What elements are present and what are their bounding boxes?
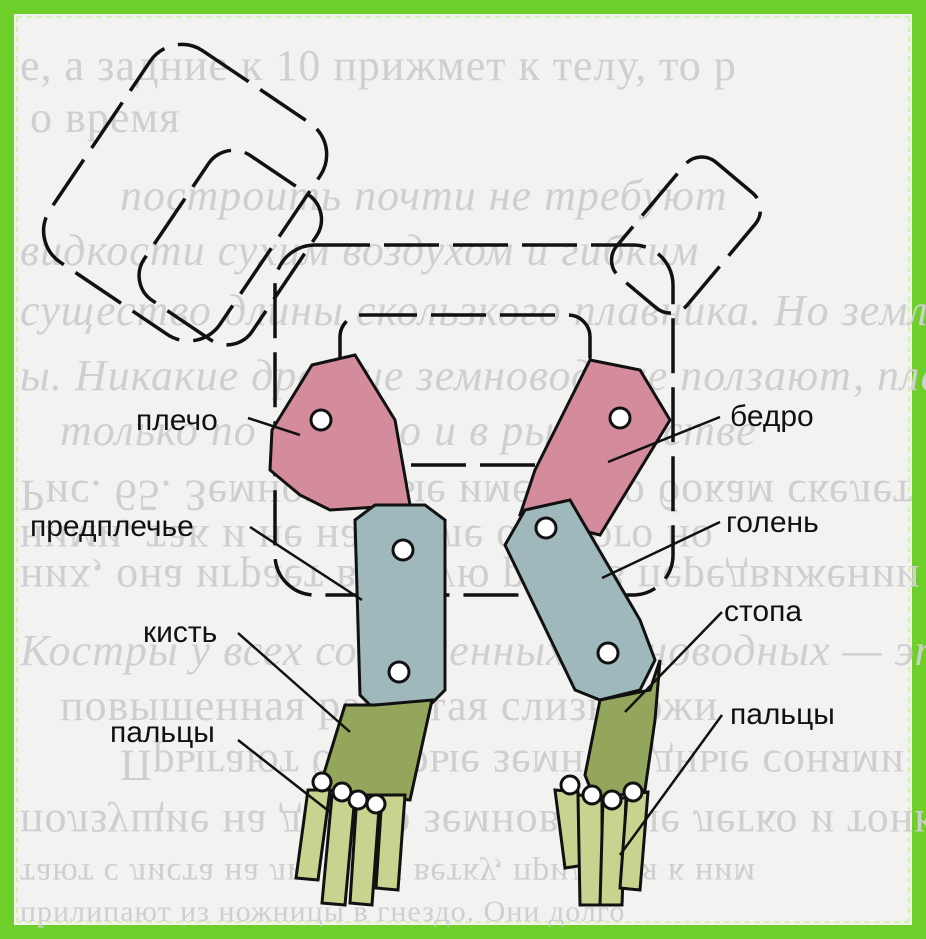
label-shoulder: плечо [136,406,218,436]
front-limb [270,355,445,905]
shin-segment [505,500,655,700]
wrist-joint [389,662,409,682]
label-fingers-left: пальцы [110,718,215,748]
shin-leader [602,522,720,578]
hip-joint [610,408,630,428]
label-foot: стопа [724,597,802,627]
knee-joint [536,518,556,538]
dashed-front-pad-outer [29,30,342,356]
finger-joint [349,791,367,809]
hind-fingers [555,790,648,905]
toe-joint [561,776,579,794]
elbow-joint [393,540,413,560]
finger-joint [367,795,385,813]
wrist-leader [238,633,350,732]
dashed-hind-pad [603,148,770,322]
label-forearm: предплечье [30,512,194,542]
ankle-joint [598,643,618,663]
toe-joint [583,786,601,804]
shoulder-joint [311,410,331,430]
toe-joint [603,791,621,809]
label-fingers-right: пальцы [730,700,835,730]
label-wrist: кисть [143,618,217,648]
forearm-leader [250,527,362,600]
label-thigh: бедро [730,402,814,432]
toe-joint [624,783,642,801]
toe [578,795,602,905]
finger-joint [313,773,331,791]
label-shin: голень [726,508,819,538]
hind-limb [505,360,670,905]
